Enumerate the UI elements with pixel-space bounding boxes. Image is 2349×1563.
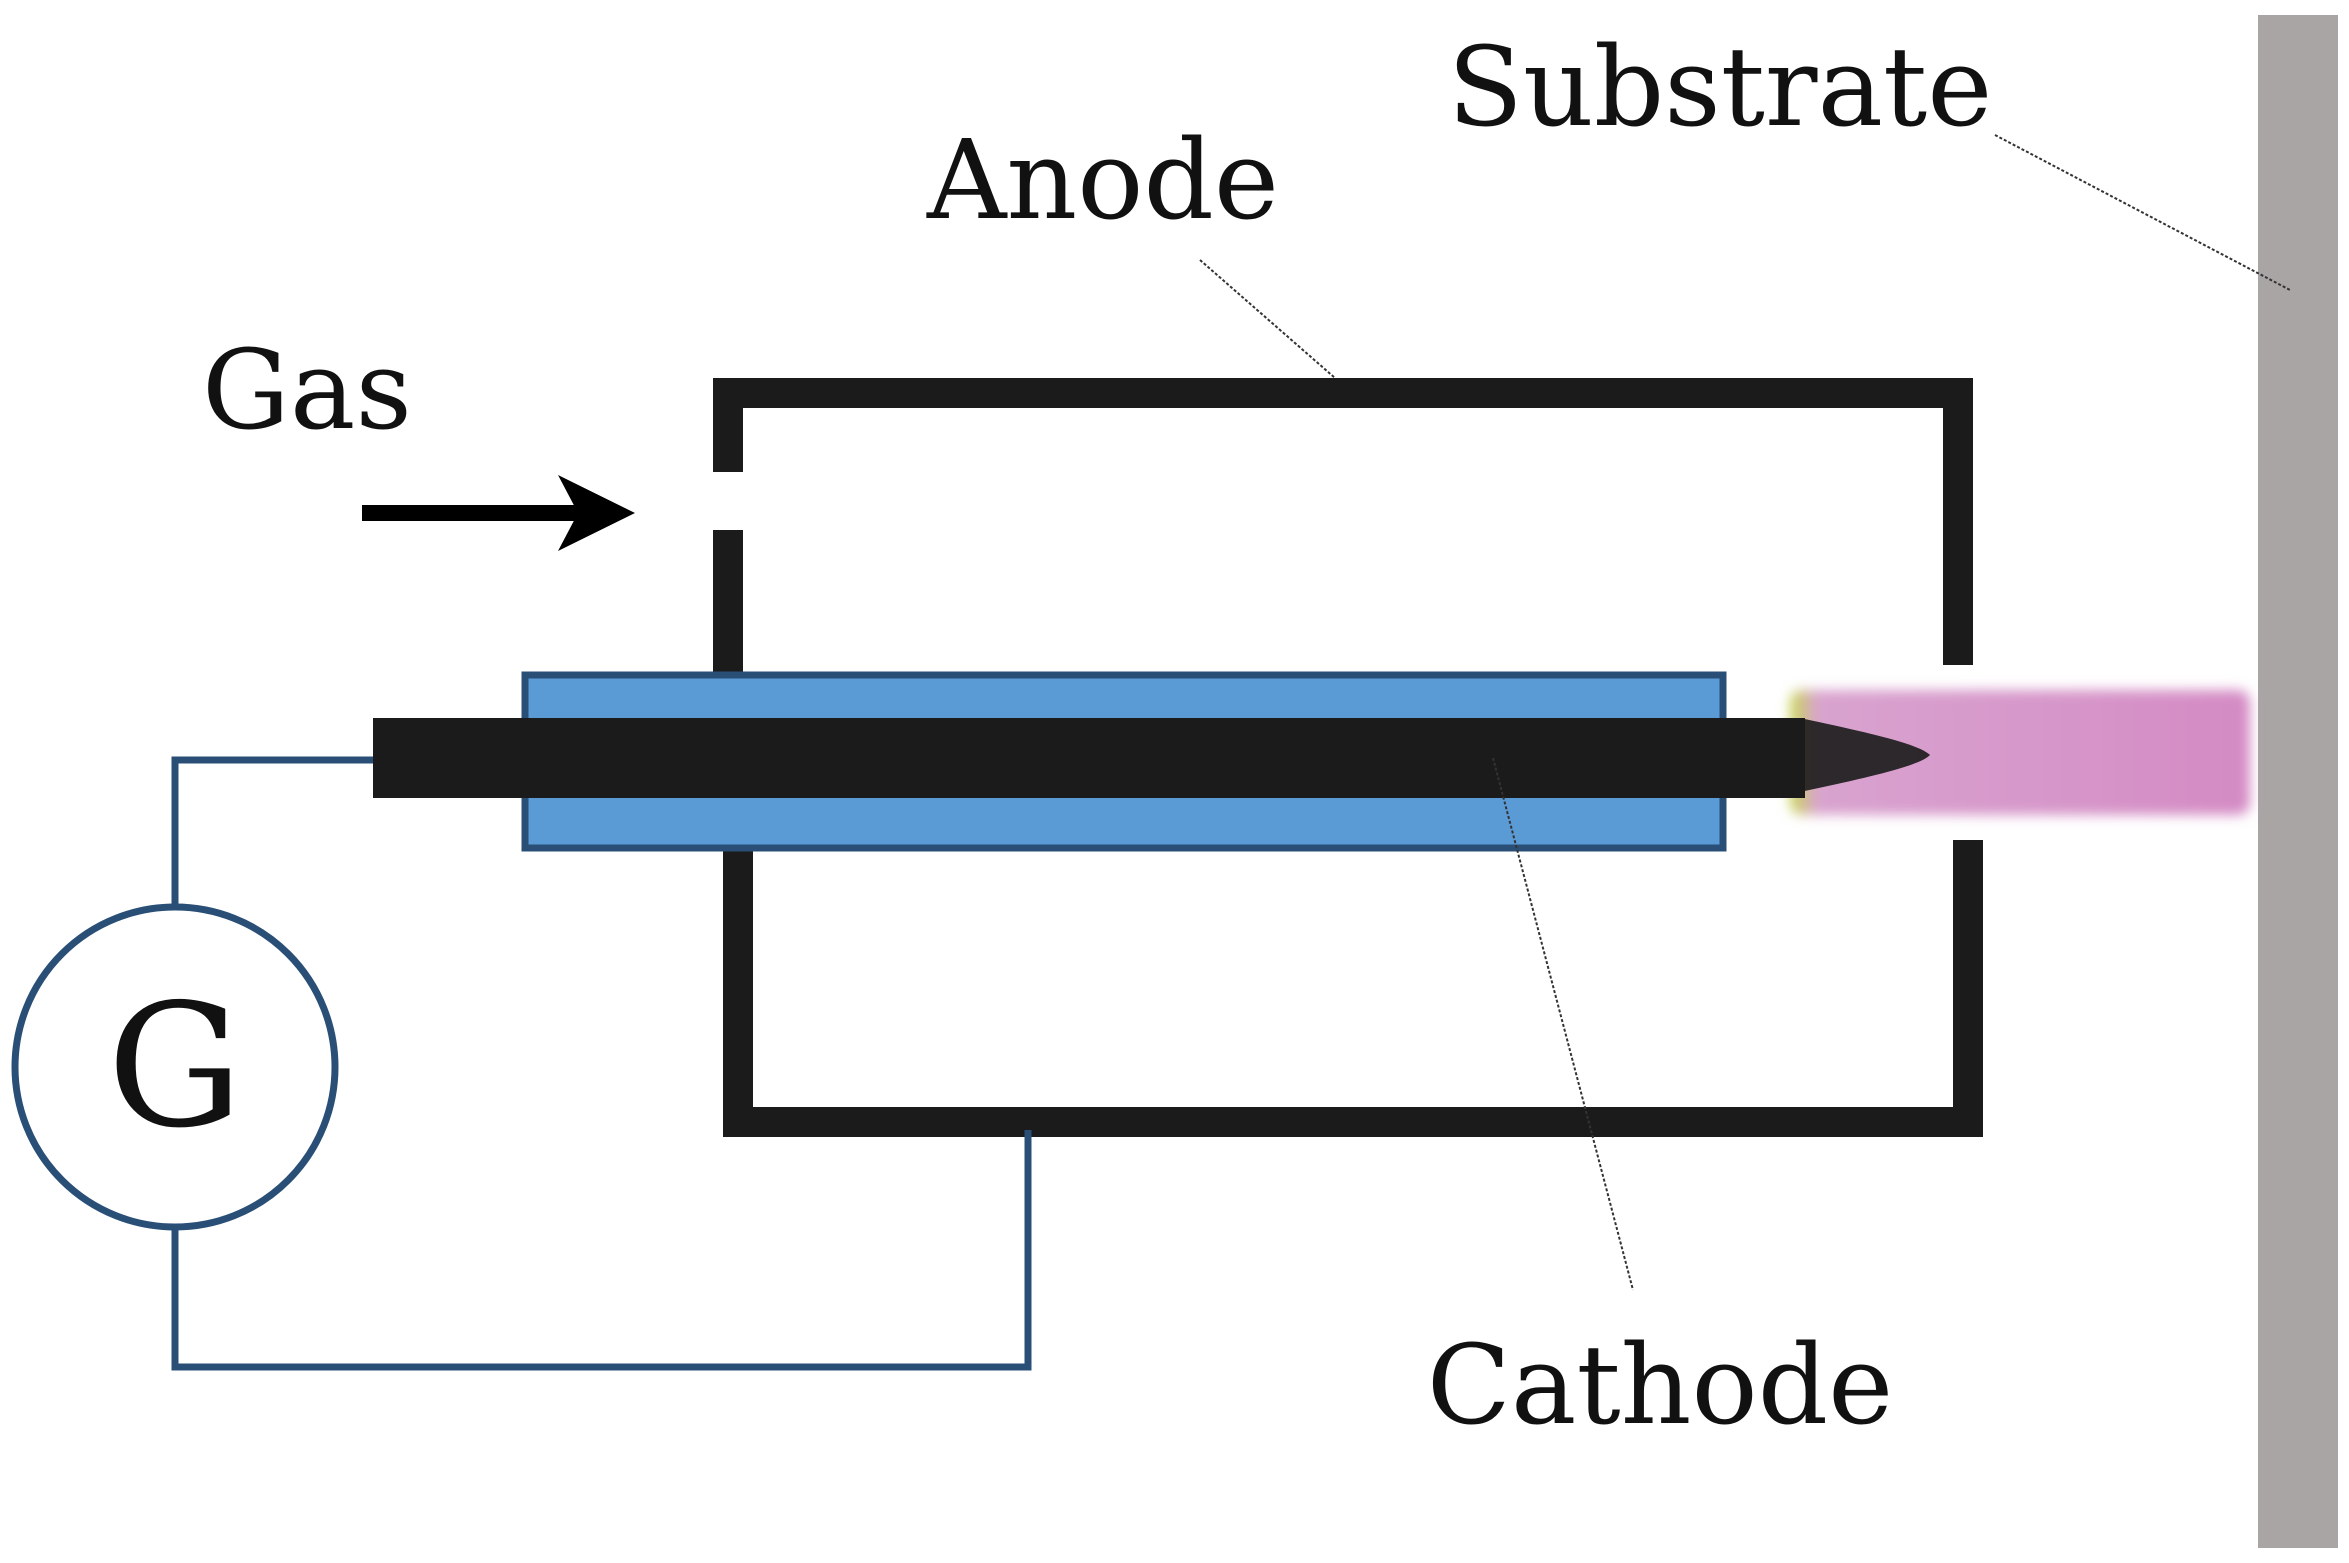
right-arrow-icon — [362, 475, 635, 551]
substrate-plate — [2258, 15, 2338, 1548]
plasma-jet — [1790, 690, 2250, 815]
generator-circle-icon: G — [11, 903, 339, 1231]
gas-label: Gas — [202, 326, 412, 454]
generator-label: G — [107, 968, 243, 1166]
substrate-leader — [1994, 134, 2291, 291]
anode-body — [713, 378, 1983, 1137]
power-circuit — [171, 756, 1032, 1371]
anode-label: Anode — [926, 116, 1279, 244]
anode-leader — [1199, 259, 1336, 379]
cathode-rod — [373, 718, 1805, 798]
leader-lines — [1199, 134, 2291, 1291]
substrate-label: Substrate — [1448, 23, 1993, 151]
cathode-label: Cathode — [1427, 1321, 1894, 1449]
cathode-leader — [1492, 757, 1634, 1291]
